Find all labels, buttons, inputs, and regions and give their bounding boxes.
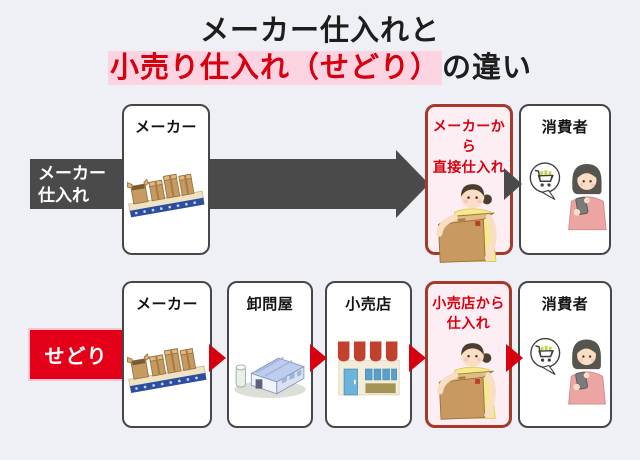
- node-title: 小売店から 仕入れ: [432, 295, 505, 332]
- conveyor-boxes-icon: [124, 137, 208, 253]
- red-arrow-icon: [506, 344, 523, 372]
- node-maker-bottom: メーカー: [122, 281, 212, 428]
- node-title: 小売店: [345, 296, 392, 313]
- node-consumer-bottom: 消費者: [518, 281, 612, 428]
- node-maker-top: メーカー: [122, 104, 210, 255]
- red-arrow-icon: [209, 344, 226, 372]
- conveyor-boxes-icon: [124, 314, 210, 426]
- shopper-smartphone-icon: [520, 314, 610, 426]
- maker-flow-arrowhead-icon: [396, 150, 429, 218]
- node-retail-purchase: 小売店から 仕入れ: [425, 281, 512, 428]
- title-highlight: 小売り仕入れ（せどり）: [107, 50, 442, 85]
- person-carrying-box-icon: [428, 334, 509, 425]
- node-title: 消費者: [541, 119, 589, 136]
- node-direct-purchase: メーカーから 直接仕入れ: [425, 104, 513, 255]
- gray-arrow-icon: [504, 168, 522, 200]
- node-consumer-top: 消費者: [519, 104, 611, 255]
- node-title: メーカーから 直接仕入れ: [432, 118, 506, 175]
- node-title: メーカー: [134, 119, 197, 136]
- maker-flow-label: メーカー 仕入れ: [38, 164, 106, 206]
- title-line-1: メーカー仕入れと: [199, 15, 440, 47]
- red-arrow-icon: [409, 344, 426, 372]
- node-wholesaler: 卸問屋: [227, 281, 313, 428]
- warehouse-icon: [229, 314, 311, 426]
- node-title: 卸問屋: [246, 296, 294, 313]
- node-title: 消費者: [541, 296, 589, 313]
- red-arrow-icon: [310, 344, 327, 372]
- person-carrying-box-icon: [428, 177, 510, 265]
- shopper-smartphone-icon: [521, 137, 609, 253]
- sedori-flow-label: せどり: [30, 330, 122, 379]
- page-title: メーカー仕入れと 小売り仕入れ（せどり）の違い: [0, 14, 640, 86]
- title-line-2: 小売り仕入れ（せどり）の違い: [0, 50, 640, 86]
- node-retail-store: 小売店: [325, 281, 412, 428]
- maker-flow-arrow: [30, 159, 397, 209]
- storefront-icon: [327, 314, 410, 426]
- node-title: メーカー: [135, 296, 198, 313]
- title-suffix: の違い: [442, 51, 533, 84]
